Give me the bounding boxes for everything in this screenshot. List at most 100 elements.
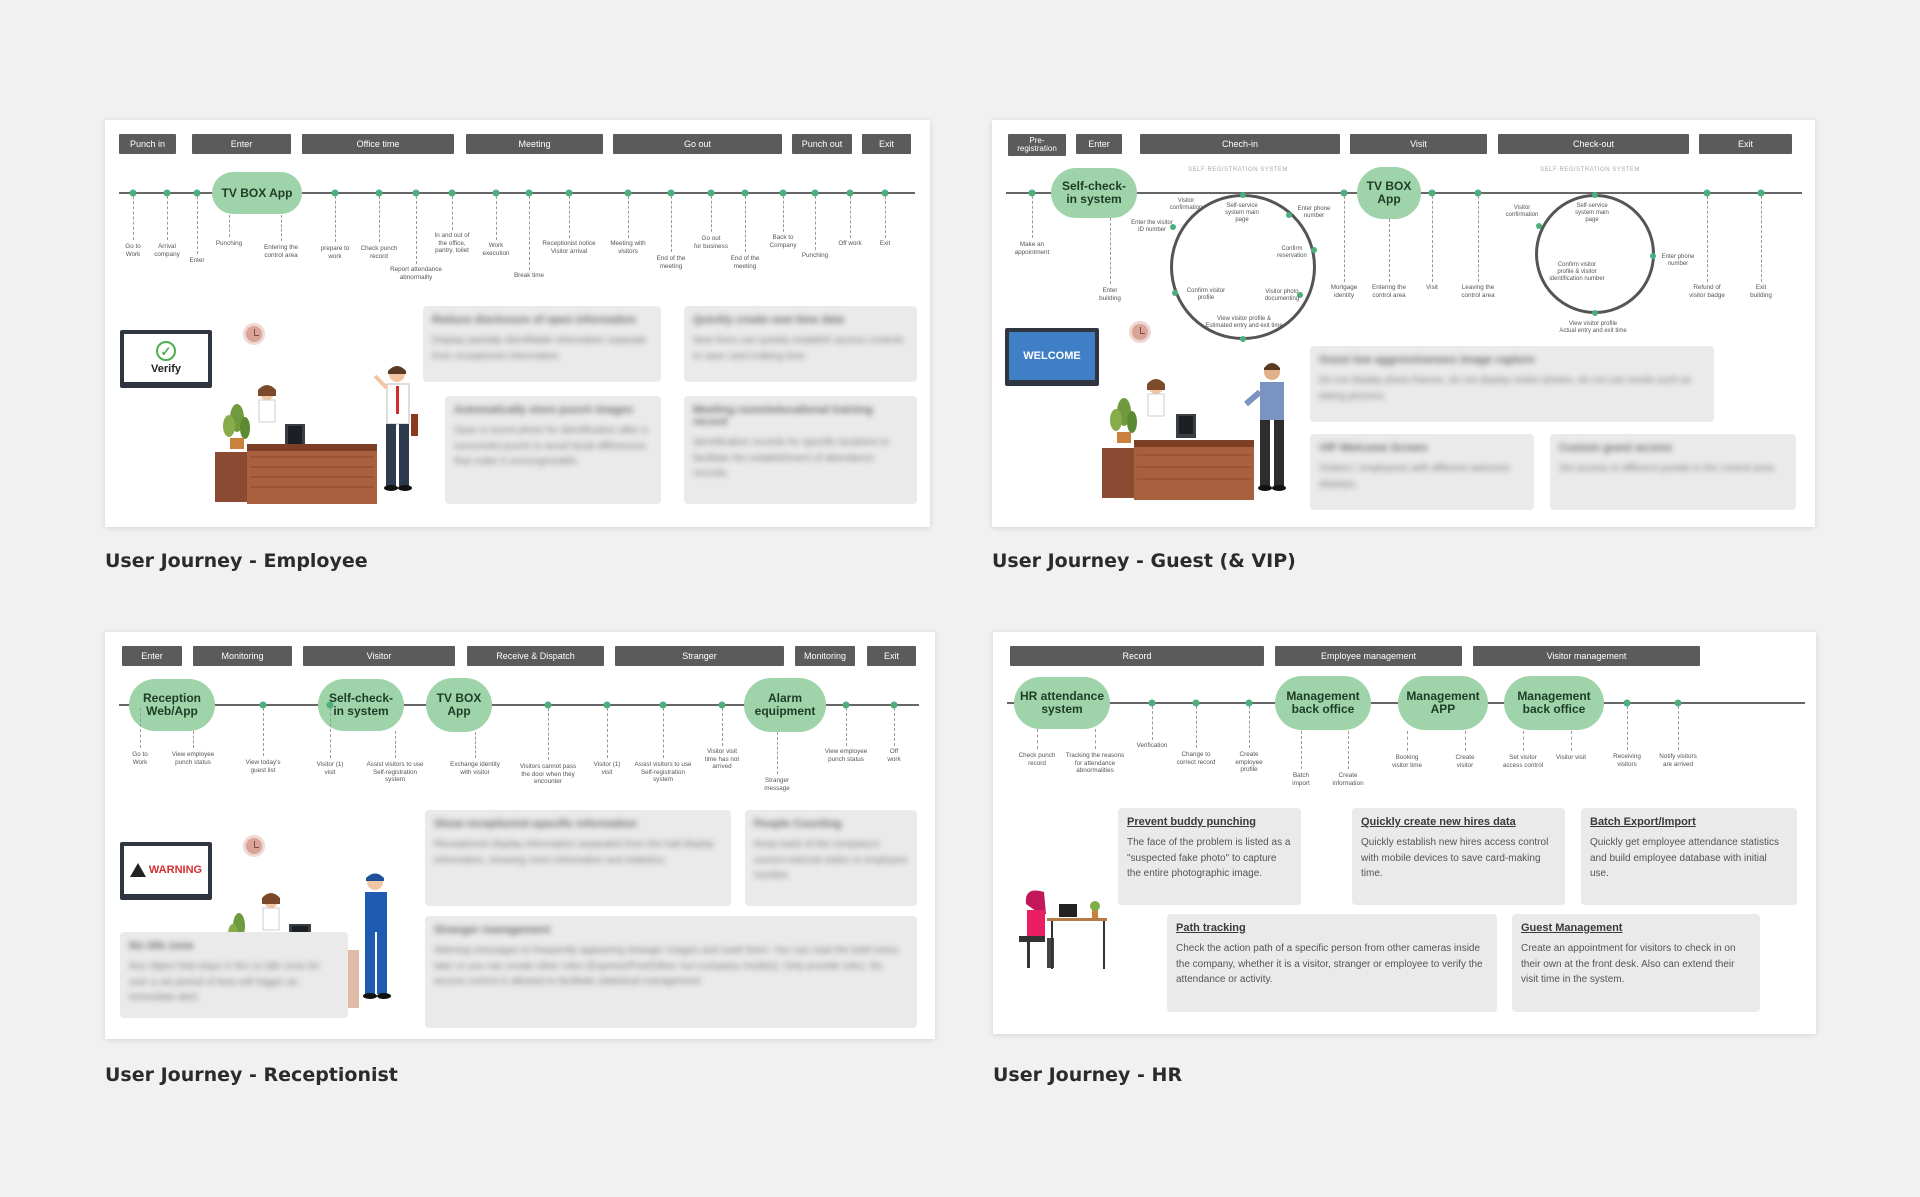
header-meeting: Meeting — [466, 134, 603, 154]
timeline-dot — [659, 701, 667, 709]
header-stranger: Stranger — [615, 646, 784, 666]
pill-reception-web-app: Reception Web/App — [129, 679, 215, 731]
cycle-label: Confirm visitor profile — [1186, 288, 1226, 301]
timeline-stem — [193, 731, 194, 748]
monitor-icon: WELCOME — [1005, 328, 1099, 386]
feature-card: Automatically store punch images Save a … — [445, 396, 661, 504]
timeline-stem — [496, 196, 497, 240]
monitor-icon: WARNING — [120, 842, 212, 900]
timeline-stem — [569, 196, 570, 238]
header-exit: Exit — [1699, 134, 1792, 154]
timeline-dot — [259, 701, 267, 709]
timeline-dot — [331, 189, 339, 197]
clock-icon — [243, 835, 265, 857]
timeline-stem — [745, 196, 746, 252]
timeline-stem — [885, 196, 886, 238]
timeline-dot — [565, 189, 573, 197]
label-end-of-meeting: End of the meeting — [656, 255, 686, 270]
cycle-label: Visitor confirmation — [1169, 198, 1203, 211]
label-exit-building: Exit building — [1750, 284, 1772, 299]
pill-tv-box-app: TV BOX App — [212, 172, 302, 214]
label-go-out-for-business: Go out for business — [694, 235, 728, 250]
cycle-label: Confirm reservation — [1277, 246, 1307, 259]
panel-employee: Punch in Enter Office time Meeting Go ou… — [105, 120, 930, 527]
check-icon: ✓ — [156, 341, 176, 361]
label-create-employee-profile: Create employee profile — [1235, 751, 1263, 774]
timeline-stem — [846, 708, 847, 746]
label-visitor-visit: Visitor visit — [1556, 754, 1586, 761]
timeline-stem — [1707, 196, 1708, 282]
label-entering-control-area: Entering the control area — [264, 244, 298, 259]
cycle-dot — [1592, 192, 1598, 198]
timeline-stem — [197, 196, 198, 254]
label-batch-import: Batch import — [1292, 772, 1310, 787]
timeline-dot — [1028, 189, 1036, 197]
timeline-dot — [1674, 699, 1682, 707]
timeline-dot — [1474, 189, 1482, 197]
timeline-stem — [1037, 729, 1038, 749]
welcome-screen-text: WELCOME — [1023, 350, 1081, 362]
label-arrival-company: Arrival company — [154, 243, 180, 258]
header-check-out: Check-out — [1498, 134, 1689, 154]
cycle-dot — [1311, 247, 1317, 253]
header-employee-management: Employee management — [1275, 646, 1462, 666]
timeline-dot — [375, 189, 383, 197]
label-create-visitor: Create visitor — [1455, 754, 1475, 769]
timeline-dot — [779, 189, 787, 197]
timeline-dot — [412, 189, 420, 197]
cycle-dot — [1297, 292, 1303, 298]
label-assist-visitors: Assist visitors to use Self-registration… — [366, 761, 424, 784]
timeline — [119, 192, 915, 194]
feature-card-guest-management: Guest Management Create an appointment f… — [1512, 914, 1760, 1012]
cycle-label: View visitor profile Actual entry and ex… — [1559, 321, 1627, 334]
feature-card: Reduce disclosure of open information Di… — [423, 306, 661, 382]
cycle-dot — [1650, 253, 1656, 259]
label-punching: Punching — [215, 240, 243, 247]
timeline-stem — [229, 215, 230, 237]
header-record: Record — [1010, 646, 1264, 666]
timeline-stem — [628, 196, 629, 238]
panel-guest: Pre- registration Enter Chech-in Visit C… — [992, 120, 1815, 527]
header-pre-registration: Pre- registration — [1008, 134, 1066, 156]
timeline-stem — [475, 732, 476, 758]
timeline-dot — [1245, 699, 1253, 707]
header-exit: Exit — [867, 646, 916, 666]
feature-card: VIP Welcome Screen Visitors / employees … — [1310, 434, 1534, 510]
label-view-punch-status: View employee punch status — [171, 751, 215, 766]
panel-title-hr: User Journey - HR — [993, 1064, 1183, 1086]
timeline-stem — [722, 708, 723, 746]
timeline-stem — [1432, 196, 1433, 282]
cycle-dot — [1170, 224, 1176, 230]
label-view-guest-list: View today's guest list — [245, 759, 281, 774]
timeline-stem — [167, 196, 168, 240]
reception-desk-illustration — [215, 366, 418, 504]
pill-tv-box-app: TV BOX App — [426, 678, 492, 732]
label-notify-visitors: Notify visitors are arrived — [1659, 753, 1697, 768]
plant-icon — [1110, 398, 1137, 443]
timeline-dot — [1192, 699, 1200, 707]
cycle-label: Self-service system main page — [1575, 203, 1609, 223]
panel-hr: Record Employee management Visitor manag… — [993, 632, 1816, 1034]
label-end-of-meeting-2: End of the meeting — [730, 255, 760, 270]
header-exit: Exit — [862, 134, 911, 154]
cycle-label: Self-service system main page — [1225, 203, 1259, 223]
timeline-stem — [1571, 731, 1572, 751]
timeline-stem — [1407, 731, 1408, 751]
warning-screen-text: WARNING — [148, 864, 203, 876]
label-check-punch-record: Check punch record — [360, 245, 398, 260]
label-report-attendance: Report attendance abnormality — [390, 266, 442, 281]
feature-card: Guest low aggressiveness image capture D… — [1310, 346, 1714, 422]
label-stranger-message: Stranger message — [764, 777, 790, 792]
timeline-stem — [330, 708, 331, 758]
timeline-stem — [1348, 731, 1349, 769]
timeline-dot — [881, 189, 889, 197]
cycle-dot — [1286, 212, 1292, 218]
timeline-stem — [335, 196, 336, 242]
label-entering-control-area: Entering the control area — [1372, 284, 1406, 299]
label-enter-building: Enter building — [1099, 287, 1121, 302]
label-punching-2: Punching — [801, 252, 829, 259]
timeline-stem — [850, 196, 851, 238]
label-create-information: Create information — [1332, 772, 1364, 787]
label-go-to-work: Go to Work — [132, 751, 148, 766]
label-booking-visitor-time: Booking visitor time — [1391, 754, 1423, 769]
